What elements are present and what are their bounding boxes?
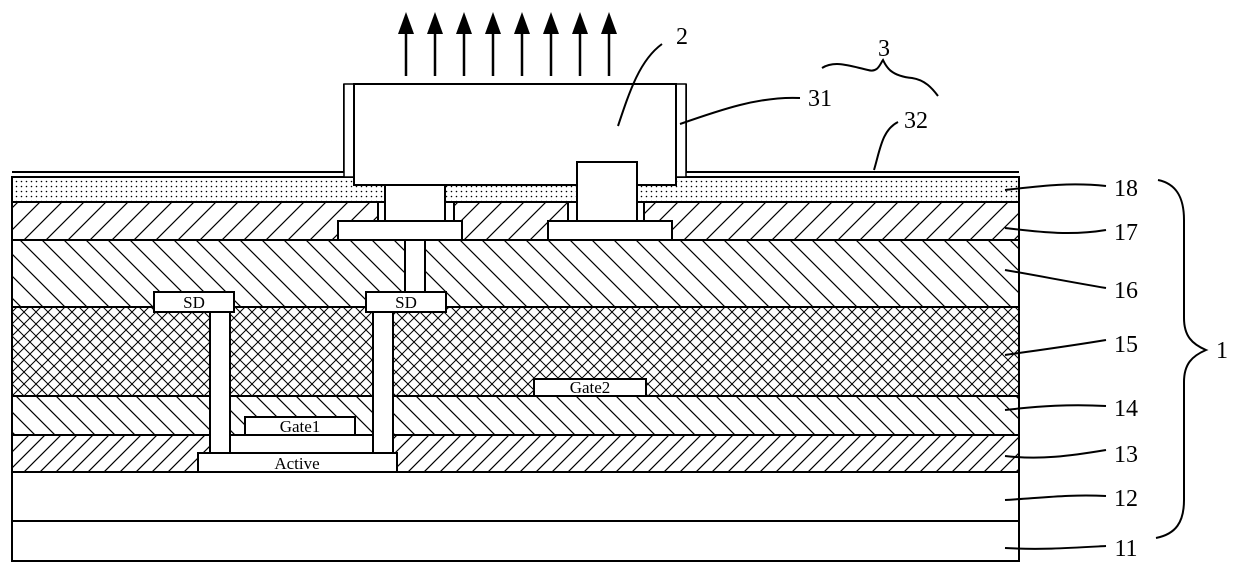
leader-16 bbox=[1005, 270, 1106, 288]
leader-13 bbox=[1005, 450, 1106, 458]
label-13: 13 bbox=[1114, 442, 1138, 468]
layer-13 bbox=[12, 435, 1019, 472]
label-31: 31 bbox=[808, 86, 832, 112]
brace-1 bbox=[1156, 180, 1206, 538]
active-label: Active bbox=[274, 454, 319, 473]
emission-arrows bbox=[398, 12, 617, 76]
layer-15 bbox=[12, 307, 1019, 396]
label-2: 2 bbox=[676, 24, 688, 50]
emission-arrow bbox=[398, 12, 414, 76]
pad-left bbox=[338, 221, 462, 240]
leader-32 bbox=[874, 122, 898, 170]
label-12: 12 bbox=[1114, 486, 1138, 512]
layer-11 bbox=[12, 521, 1019, 561]
sd-left-label: SD bbox=[183, 293, 205, 312]
layer-17 bbox=[12, 202, 1019, 240]
label-14: 14 bbox=[1114, 396, 1138, 422]
gate2-label: Gate2 bbox=[570, 378, 611, 397]
label-16: 16 bbox=[1114, 278, 1138, 304]
emission-arrow bbox=[485, 12, 501, 76]
leader-14 bbox=[1005, 405, 1106, 410]
label-18: 18 bbox=[1114, 176, 1138, 202]
leader-15 bbox=[1005, 340, 1106, 355]
emission-arrow bbox=[572, 12, 588, 76]
sd-right-label: SD bbox=[395, 293, 417, 312]
label-3: 3 bbox=[878, 36, 890, 62]
via-16 bbox=[405, 240, 425, 292]
gate-insulator bbox=[230, 435, 373, 453]
pad-right bbox=[548, 221, 672, 240]
brace-3 bbox=[822, 60, 938, 96]
leader-11 bbox=[1005, 546, 1106, 549]
leader-18 bbox=[1005, 184, 1106, 190]
label-11: 11 bbox=[1114, 536, 1137, 562]
label-15: 15 bbox=[1114, 332, 1138, 358]
sd-via-right bbox=[373, 312, 393, 453]
emission-arrow bbox=[456, 12, 472, 76]
label-32: 32 bbox=[904, 108, 928, 134]
leader-31 bbox=[680, 98, 800, 124]
element-connector-right bbox=[577, 162, 637, 222]
emission-arrow bbox=[427, 12, 443, 76]
leader-17 bbox=[1005, 228, 1106, 233]
gate1-label: Gate1 bbox=[280, 417, 321, 436]
label-17: 17 bbox=[1114, 220, 1138, 246]
layer-14 bbox=[12, 396, 1019, 435]
leader-12 bbox=[1005, 495, 1106, 500]
sd-via-left bbox=[210, 312, 230, 453]
layer-12 bbox=[12, 472, 1019, 521]
element-connector-left bbox=[385, 185, 445, 222]
emission-arrow bbox=[514, 12, 530, 76]
emission-arrow bbox=[601, 12, 617, 76]
label-1: 1 bbox=[1216, 338, 1228, 364]
emission-arrow bbox=[543, 12, 559, 76]
